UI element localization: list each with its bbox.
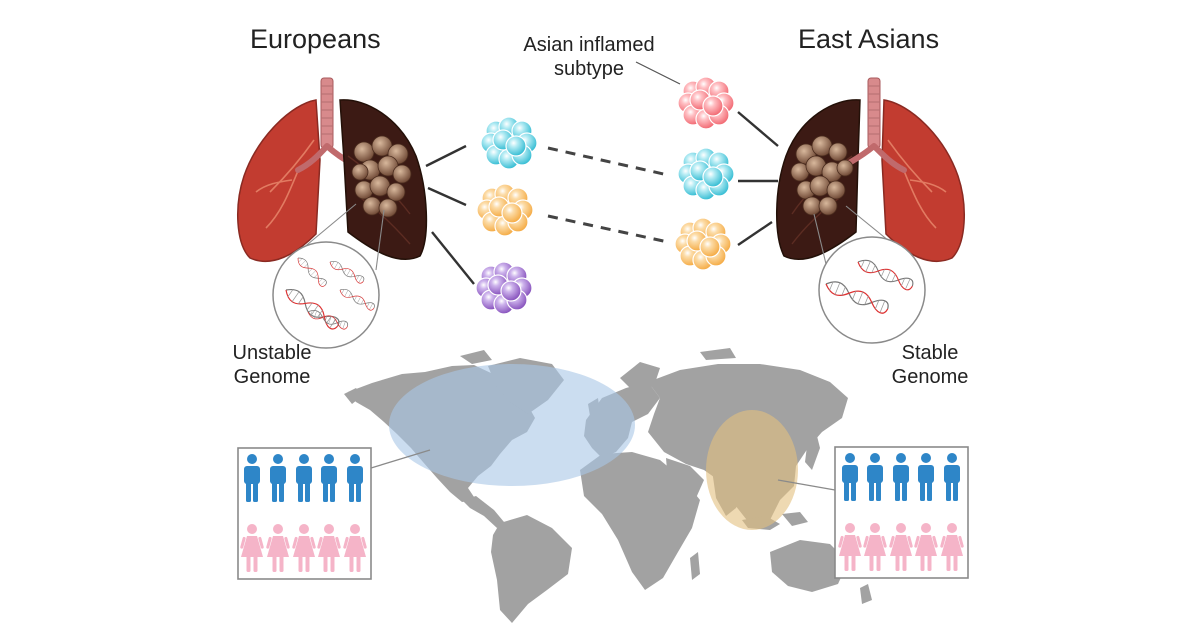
cell-cluster-icon <box>677 76 735 130</box>
stable-dna-magnifier <box>813 205 926 344</box>
cell-cluster-icon <box>677 147 735 201</box>
unstable-genome-line1: Unstable <box>232 342 312 364</box>
europeans-title: Europeans <box>250 24 381 54</box>
europe-north-america-region <box>389 364 635 486</box>
unstable-genome-label: Unstable Genome <box>222 342 322 389</box>
subtype-label-line1: Asian inflamed <box>523 34 655 56</box>
east-asia-region <box>706 410 798 530</box>
european-population-box <box>237 447 431 580</box>
asian-inflamed-subtype-label: Asian inflamed subtype <box>514 34 664 81</box>
connector-lines <box>425 111 779 285</box>
subtype-label-line2: subtype <box>553 57 625 80</box>
unstable-genome-line2: Genome <box>233 365 311 388</box>
stable-genome-label: Stable Genome <box>880 342 980 389</box>
unstable-dna-magnifier <box>272 203 385 349</box>
cell-cluster-icon <box>475 261 533 315</box>
cell-cluster-icon <box>674 217 732 271</box>
east-asian-tumor-icon <box>790 135 854 216</box>
east-asian-population-box <box>777 446 969 579</box>
cell-cluster-icon <box>480 116 538 170</box>
dashed-links <box>547 146 669 244</box>
east-asians-title: East Asians <box>798 24 940 54</box>
subtype-label-leader <box>635 61 681 85</box>
cell-cluster-icon <box>476 183 534 237</box>
stable-genome-line2: Genome <box>891 365 969 388</box>
european-tumor-icon <box>351 135 412 218</box>
stable-genome-line1: Stable <box>901 342 959 364</box>
